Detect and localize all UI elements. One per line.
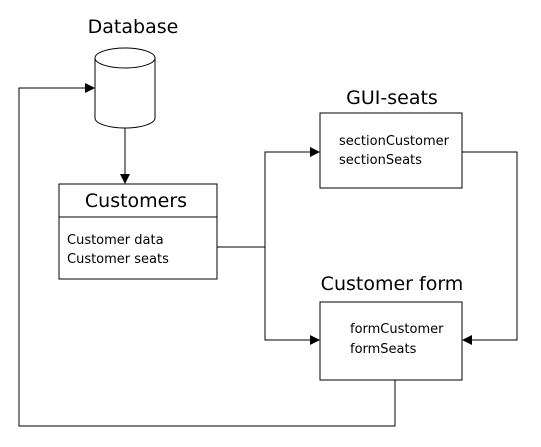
arrowhead-customer-form-to-database [85, 83, 95, 93]
customers-body-box [58, 216, 218, 280]
gui-seats-node: GUI-seats sectionCustomer sectionSeats [319, 87, 463, 189]
gui-seats-line-1: sectionCustomer [339, 134, 450, 149]
customer-form-box [319, 301, 463, 381]
arrowhead-customers-to-gui-seats [310, 147, 320, 157]
edge-customer-form-to-database-line [18, 87, 396, 427]
edge-customers-to-customer-form [264, 247, 320, 345]
customers-node: Customers Customer data Customer seats [58, 183, 218, 280]
database-cylinder-top [94, 47, 156, 69]
database-title: Database [88, 16, 179, 38]
database-node: Database [88, 16, 179, 129]
database-cylinder-body [94, 58, 156, 129]
customers-header-box [58, 183, 218, 218]
arrowhead-customers-to-customer-form [310, 335, 320, 345]
customers-line-1: Customer data [67, 233, 164, 248]
arrowhead-gui-seats-to-customer-form [462, 335, 472, 345]
edge-gui-seats-to-customer-form-line [462, 151, 518, 341]
edge-gui-seats-to-customer-form [462, 151, 518, 345]
edge-customer-form-to-database [18, 83, 396, 427]
customer-form-node: Customer form formCustomer formSeats [319, 273, 464, 381]
customers-line-2: Customer seats [67, 252, 169, 267]
gui-seats-line-2: sectionSeats [339, 153, 422, 168]
edge-database-to-customers [120, 128, 130, 184]
gui-seats-box [319, 112, 463, 189]
gui-seats-title: GUI-seats [346, 87, 438, 109]
edge-customers-to-gui-seats-line [217, 151, 310, 248]
customer-form-line-2: formSeats [350, 342, 417, 357]
edge-customers-to-gui-seats [217, 147, 320, 248]
arrowhead-database-to-customers [120, 174, 130, 184]
customer-form-line-1: formCustomer [350, 322, 444, 337]
customer-form-title: Customer form [321, 273, 464, 295]
edge-customers-to-customer-form-line [264, 247, 310, 341]
customers-title: Customers [85, 190, 187, 212]
